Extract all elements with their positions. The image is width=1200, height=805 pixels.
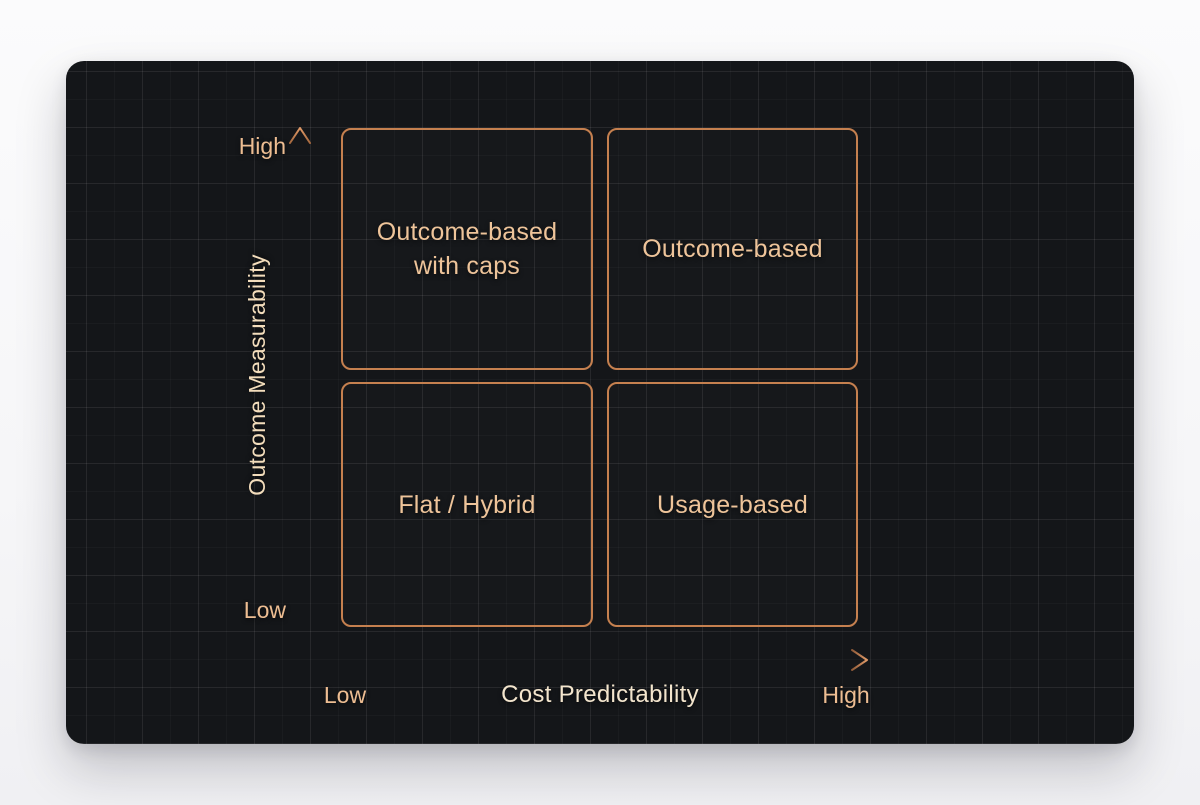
quadrant-top-right: Outcome-based: [607, 128, 858, 370]
y-axis-high-label: High: [238, 133, 286, 159]
x-axis-low-label: Low: [323, 682, 367, 708]
y-axis-arrow: [289, 127, 311, 632]
quadrant-label: Flat / Hybrid: [398, 490, 536, 519]
quadrant-label: Outcome-based with caps: [376, 218, 558, 280]
quadrant-top-left: Outcome-based with caps: [341, 128, 593, 370]
quadrant-diagram-canvas: Outcome-based with caps Outcome-based Fl…: [66, 61, 1134, 744]
quadrant-label: Outcome-based: [642, 235, 823, 263]
axes-graphic: [289, 127, 868, 671]
y-axis-title: Outcome Measurability: [244, 254, 270, 496]
quadrant-bottom-right: Usage-based: [607, 382, 858, 627]
quadrant-label: Usage-based: [657, 490, 808, 519]
x-axis-arrow: [332, 649, 868, 671]
x-axis-high-label: High: [822, 682, 870, 708]
quadrant-bottom-left: Flat / Hybrid: [341, 382, 593, 627]
y-axis-low-label: Low: [243, 597, 286, 623]
x-axis-title: Cost Predictability: [501, 681, 699, 708]
